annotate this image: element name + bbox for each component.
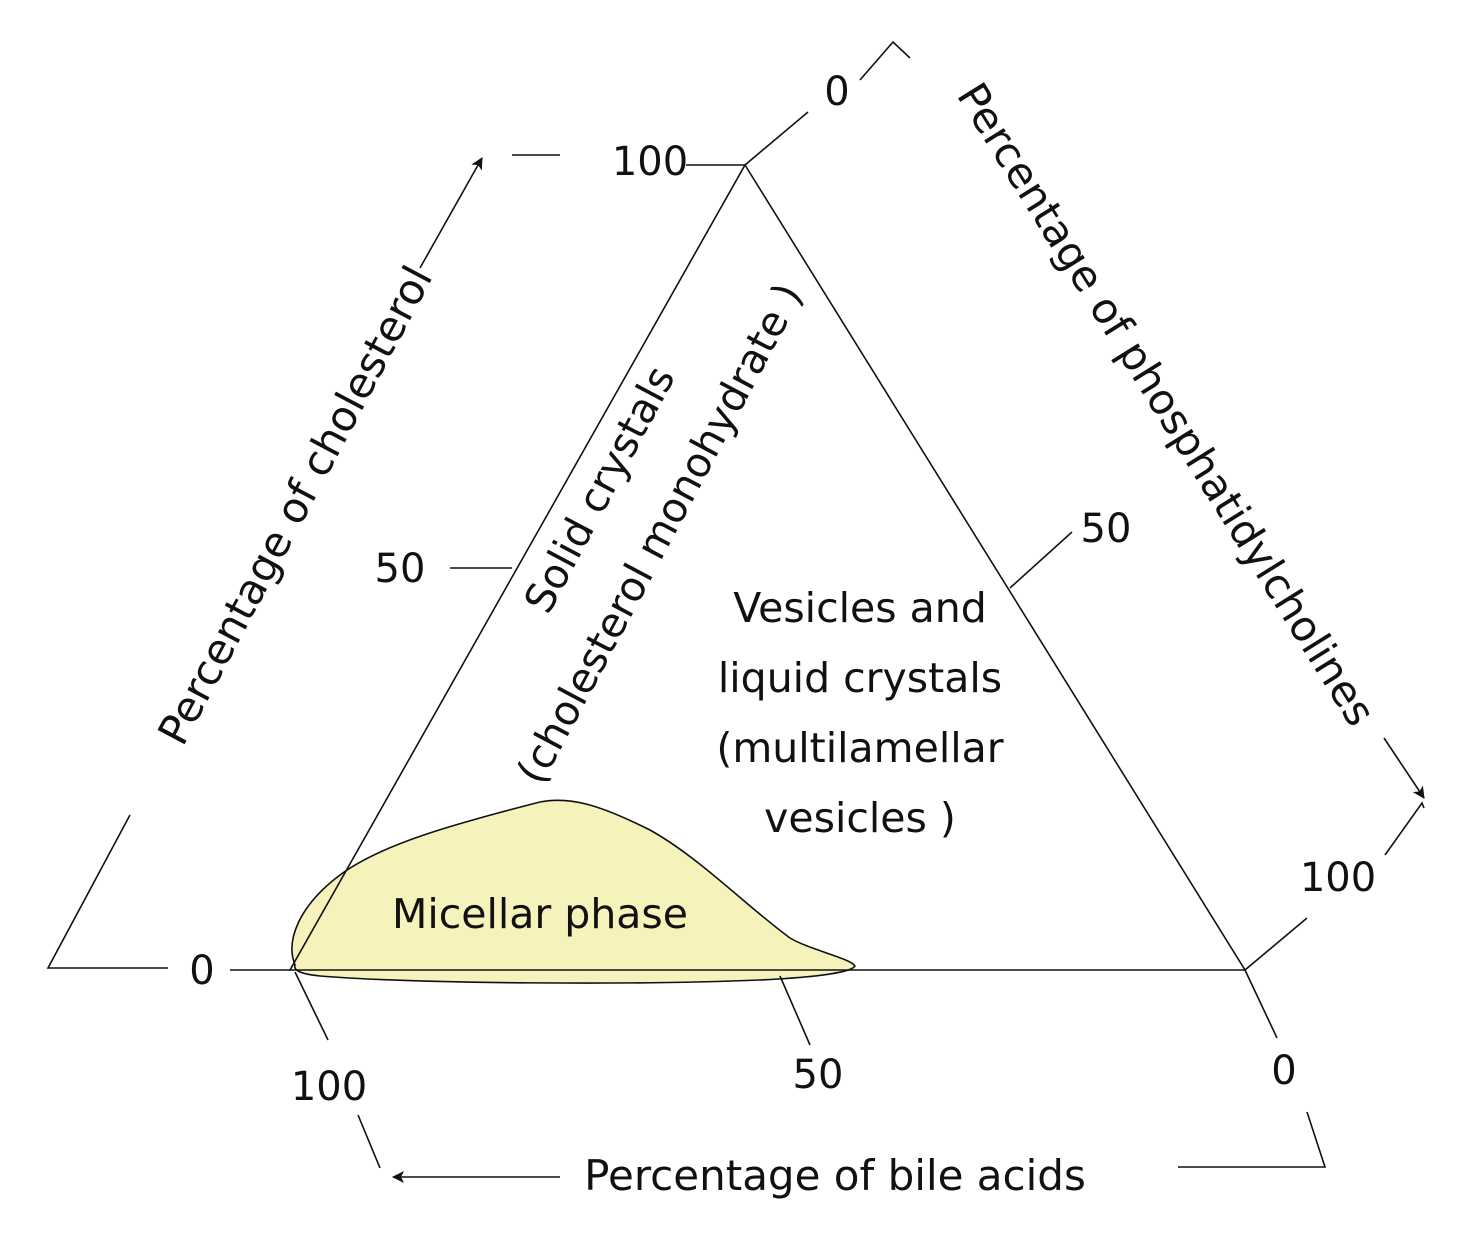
bile-acids-tick-50 xyxy=(779,975,811,1046)
cholesterol-tick-label-50: 50 xyxy=(375,546,426,592)
cholesterol-axis-bracket xyxy=(46,814,168,969)
cholesterol-arrow xyxy=(419,157,483,269)
phosphatidylcholines-tick-50 xyxy=(1009,531,1073,589)
bile-acids-tick-label-50: 50 xyxy=(793,1052,844,1098)
phosphatidylcholines-tick-0 xyxy=(744,111,809,166)
bile-acids-tick-100 xyxy=(294,971,329,1041)
cholesterol-tick-label-100: 100 xyxy=(612,139,688,185)
phosphatidylcholines-axis-bracket xyxy=(859,40,911,81)
phosphatidylcholines-axis-title: Percentage of phosphatidylcholines xyxy=(947,74,1385,734)
micellar-phase-region xyxy=(291,799,856,984)
bile-acids-tick-0 xyxy=(1244,969,1278,1039)
bile-acids-tick-label-0: 0 xyxy=(1271,1048,1296,1094)
bile-acids-bracket-left xyxy=(357,1114,381,1169)
phosphatidylcholines-tick-label-50: 50 xyxy=(1081,506,1132,552)
vesicles-label-line2: liquid crystals xyxy=(718,654,1002,702)
phosphatidylcholines-bracket-end xyxy=(1384,801,1425,856)
phosphatidylcholines-tick-label-0: 0 xyxy=(824,69,849,115)
phosphatidylcholines-tick-label-100: 100 xyxy=(1300,855,1376,901)
phosphatidylcholines-tick-100 xyxy=(1244,917,1308,971)
vesicles-label-line4: vesicles ) xyxy=(764,794,956,842)
phosphatidylcholines-arrow xyxy=(1383,737,1425,799)
bile-acids-axis-title: Percentage of bile acids xyxy=(584,1151,1086,1200)
vesicles-label-line3: (multilamellar xyxy=(716,724,1003,772)
cholesterol-axis-title: Percentage of cholesterol xyxy=(148,258,442,753)
bile-acids-tick-label-100: 100 xyxy=(291,1064,367,1110)
ternary-triangle xyxy=(288,163,1247,971)
bile-acids-bracket-right xyxy=(1178,1111,1327,1168)
cholesterol-tick-label-0: 0 xyxy=(189,948,214,994)
micellar-phase-label: Micellar phase xyxy=(392,890,688,938)
vesicles-label-line1: Vesicles and xyxy=(733,584,987,632)
